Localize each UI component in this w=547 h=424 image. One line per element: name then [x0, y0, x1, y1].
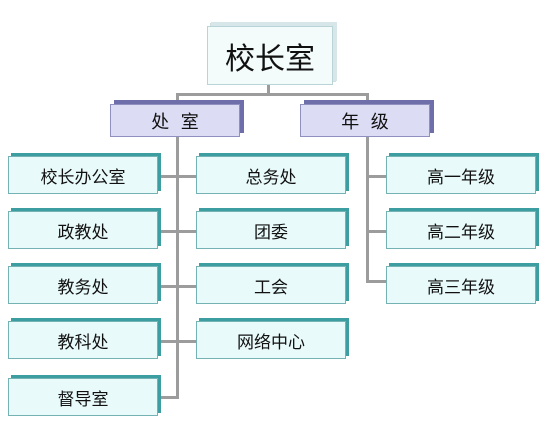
connector-dept-left-down	[176, 93, 179, 105]
dept-grades-box: 年 级	[300, 104, 430, 137]
office-network-center-box: 网络中心	[196, 321, 346, 359]
office-label: 教科处	[57, 332, 109, 353]
connector-branch	[366, 280, 388, 283]
office-labor-union-box: 工会	[196, 266, 346, 304]
grade-label: 高三年级	[427, 277, 495, 298]
principal-office-box: 校长室	[207, 26, 333, 85]
connector-dept-right-down	[366, 93, 369, 105]
connector-branch	[366, 230, 388, 233]
office-political-education-box: 政教处	[8, 211, 158, 249]
office-label: 总务处	[245, 167, 297, 188]
office-youth-league-box: 团委	[196, 211, 346, 249]
office-label: 教务处	[57, 277, 109, 298]
grade-1-box: 高一年级	[386, 156, 536, 194]
grade-2-box: 高二年级	[386, 211, 536, 249]
grade-label: 高二年级	[427, 222, 495, 243]
connector-dept-bar	[176, 93, 368, 96]
office-label: 督导室	[57, 389, 109, 410]
grade-label: 高一年级	[427, 167, 495, 188]
office-label: 政教处	[57, 222, 109, 243]
office-label: 团委	[254, 222, 288, 243]
connector-branch	[157, 230, 197, 233]
connector-grades-trunk	[366, 136, 369, 282]
office-label: 校长办公室	[40, 167, 126, 188]
connector-branch	[366, 175, 388, 178]
connector-principal-down	[267, 83, 270, 95]
office-inspection-box: 督导室	[8, 378, 158, 416]
office-general-affairs-box: 总务处	[196, 156, 346, 194]
dept-grades-label: 年 级	[341, 111, 389, 133]
office-principal-office-box: 校长办公室	[8, 156, 158, 194]
connector-branch	[157, 396, 179, 399]
connector-offices-trunk	[176, 136, 179, 398]
office-label: 网络中心	[237, 332, 305, 353]
dept-offices-box: 处 室	[110, 104, 240, 137]
principal-office-label: 校长室	[225, 41, 315, 77]
connector-branch	[157, 340, 197, 343]
connector-branch	[157, 285, 197, 288]
connector-branch	[157, 175, 197, 178]
dept-offices-label: 处 室	[151, 111, 199, 133]
grade-3-box: 高三年级	[386, 266, 536, 304]
office-research-box: 教科处	[8, 321, 158, 359]
office-label: 工会	[254, 277, 288, 298]
office-academic-affairs-box: 教务处	[8, 266, 158, 304]
